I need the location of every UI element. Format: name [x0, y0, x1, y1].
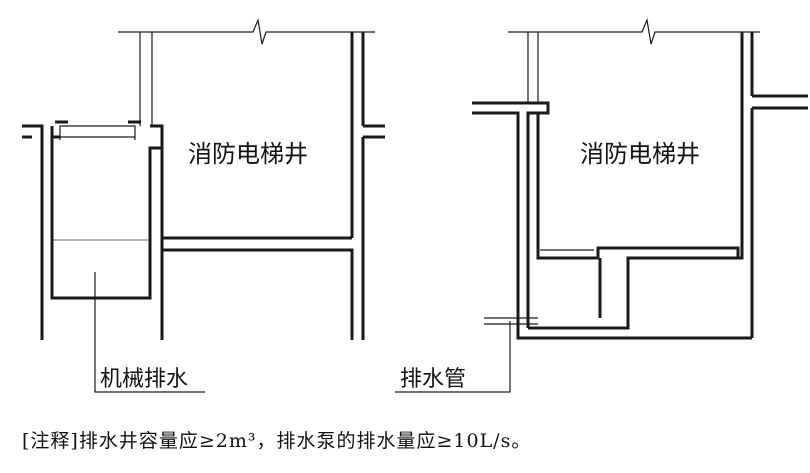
left-vertical-duct: [139, 32, 153, 126]
left-diagram: 消防电梯井 机械排水: [22, 17, 385, 393]
left-floor-slab: [162, 236, 354, 340]
left-pit-base: [42, 298, 150, 340]
right-vertical-duct: [527, 32, 539, 103]
left-ceiling-break-line: [118, 17, 375, 45]
right-shaft-right-wall: [528, 32, 754, 338]
right-shaft-label: 消防电梯井: [580, 140, 700, 168]
left-shaft-right-wall: [350, 32, 365, 340]
right-callout-leader: [395, 321, 511, 393]
left-pit-inner-wall: [50, 124, 164, 300]
left-pit-outer-wall: [22, 124, 44, 340]
right-pit-outer: [472, 101, 752, 340]
left-callout-label: 机械排水: [100, 367, 188, 392]
right-pit-step: [536, 113, 740, 318]
right-diagram: 消防电梯井 排水管: [395, 17, 808, 393]
right-ceiling-break-line: [508, 17, 760, 45]
left-sump-grate: [59, 125, 136, 140]
left-right-stub: [363, 124, 385, 139]
right-drain-pipe: [484, 317, 538, 325]
left-shaft-label: 消防电梯井: [188, 140, 308, 168]
footnote: [注释]排水井容量应≥2m³，排水泵的排水量应≥10L/s。: [22, 430, 532, 452]
right-callout-label: 排水管: [400, 367, 466, 392]
left-callout-leader: [94, 272, 205, 393]
right-right-stub: [752, 94, 808, 110]
